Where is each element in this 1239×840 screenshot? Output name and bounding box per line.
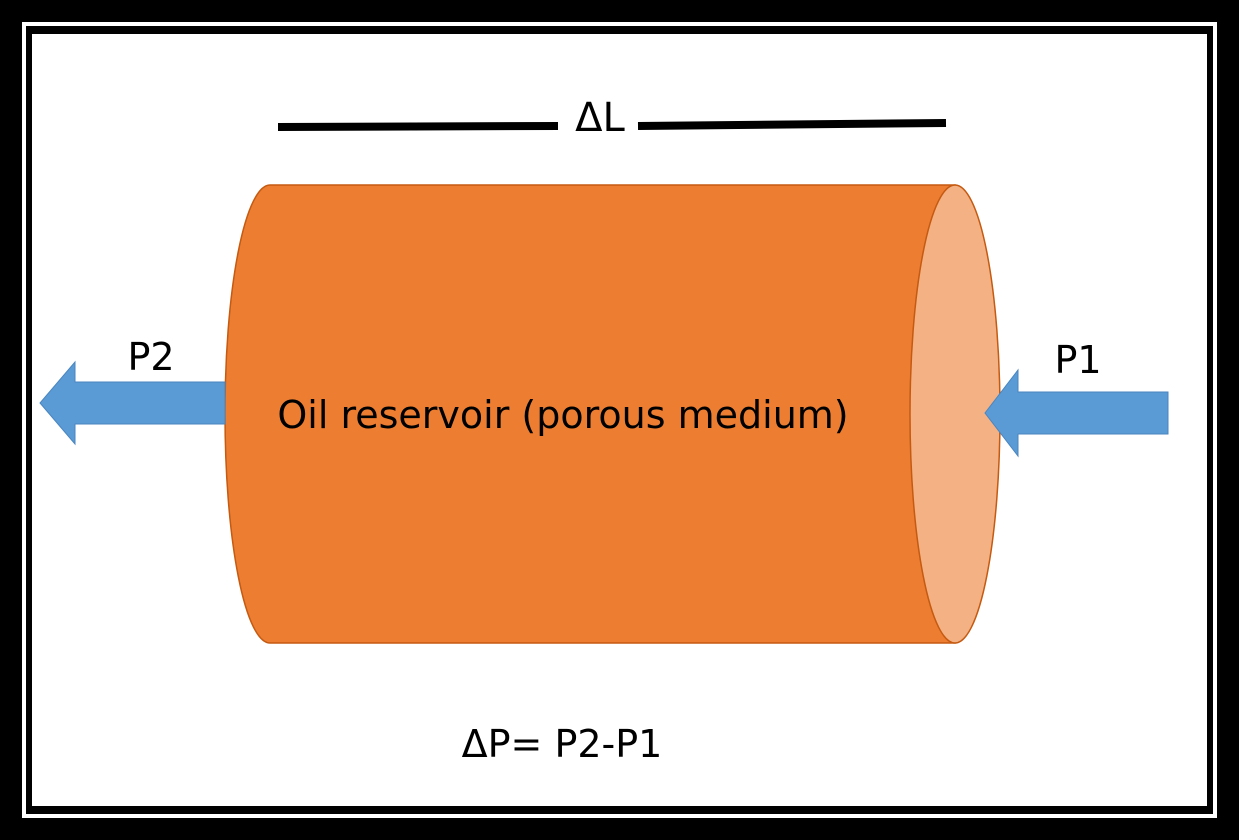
inlet-flow-arrow-icon	[984, 368, 1169, 458]
outlet-pressure-label: P2	[127, 335, 174, 379]
frame-inner-line	[22, 22, 1217, 818]
reservoir-cylinder-body	[224, 184, 956, 644]
length-bar-left	[277, 122, 559, 131]
length-label: ΔL	[575, 95, 625, 141]
pressure-difference-equation: ΔP= P2-P1	[462, 722, 663, 766]
reservoir-label: Oil reservoir (porous medium)	[277, 393, 848, 437]
length-bar-right	[637, 119, 947, 130]
inlet-pressure-label: P1	[1054, 338, 1101, 382]
outlet-flow-arrow-icon	[39, 360, 226, 446]
